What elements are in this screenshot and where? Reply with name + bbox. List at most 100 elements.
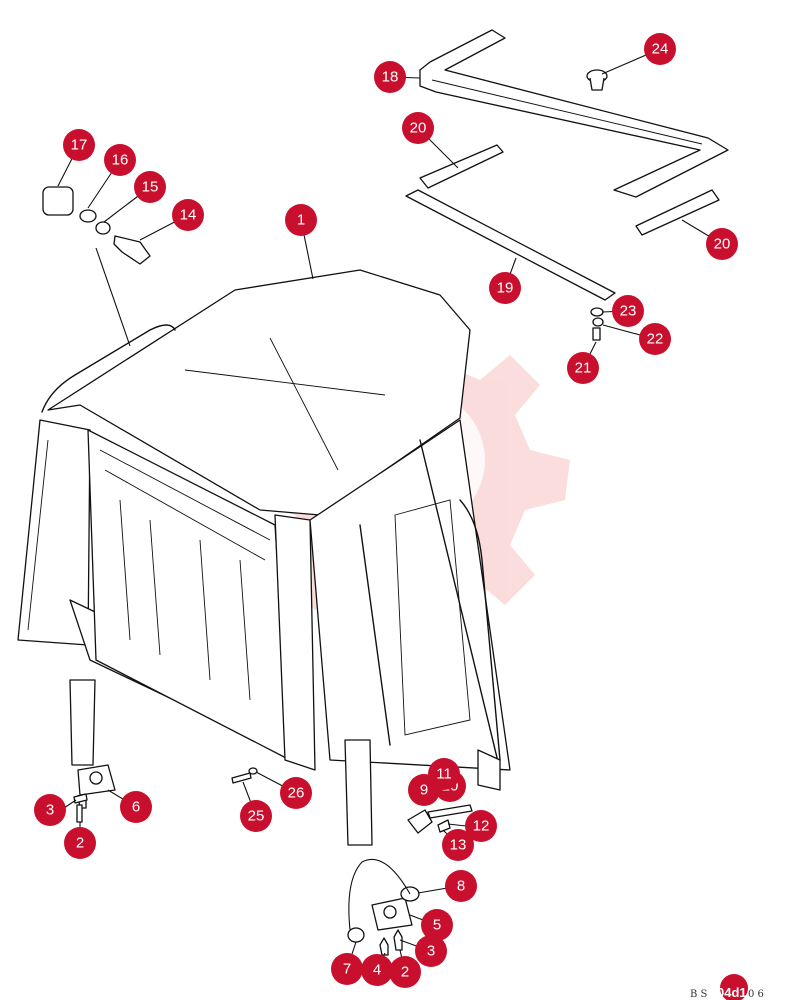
knob-parts-14-17 bbox=[42, 186, 151, 347]
callout-badge bbox=[134, 171, 166, 203]
callout-badge bbox=[644, 33, 676, 65]
callout-11: 11 bbox=[428, 758, 460, 790]
drawing-code-highlight: 04d1 bbox=[717, 985, 747, 1000]
callout-23: 23 bbox=[612, 295, 644, 327]
callout-badge bbox=[639, 323, 671, 355]
callout-label: 20 bbox=[410, 120, 427, 137]
mount-5 bbox=[347, 858, 420, 956]
callout-badge bbox=[706, 228, 738, 260]
callout-label: 3 bbox=[427, 943, 435, 960]
roof-strip-19 bbox=[405, 189, 616, 301]
callout-3: 3 bbox=[415, 935, 447, 967]
mount-6 bbox=[77, 764, 116, 809]
callout-label: 2 bbox=[401, 964, 409, 981]
callout-label: 7 bbox=[343, 961, 351, 978]
callout-badge bbox=[64, 827, 96, 859]
callout-label: 26 bbox=[288, 785, 305, 802]
callout-badge bbox=[465, 810, 497, 842]
callout-label: 25 bbox=[248, 808, 265, 825]
callout-label: 12 bbox=[473, 818, 490, 835]
callout-18: 18 bbox=[374, 61, 406, 93]
callout-label: 22 bbox=[647, 331, 664, 348]
callout-label: 3 bbox=[46, 802, 54, 819]
callout-26: 26 bbox=[280, 777, 312, 809]
callout-20: 20 bbox=[402, 112, 434, 144]
callout-label: 13 bbox=[450, 837, 467, 854]
callout-2: 2 bbox=[64, 827, 96, 859]
callout-badge bbox=[402, 112, 434, 144]
callout-label: 24 bbox=[652, 41, 669, 58]
callout-label: 17 bbox=[71, 137, 88, 154]
brackets-9-13 bbox=[407, 804, 473, 834]
plug-24 bbox=[586, 69, 608, 91]
roof-rail-18 bbox=[419, 29, 729, 198]
callout-15: 15 bbox=[134, 171, 166, 203]
drawing-code-badge bbox=[720, 974, 748, 1000]
callout-label: 15 bbox=[142, 179, 159, 196]
callout-badge bbox=[361, 954, 393, 986]
callout-2: 2 bbox=[389, 956, 421, 988]
callout-badge bbox=[240, 800, 272, 832]
callout-badge bbox=[374, 61, 406, 93]
callout-20: 20 bbox=[706, 228, 738, 260]
callout-badge bbox=[280, 777, 312, 809]
callout-badge bbox=[567, 352, 599, 384]
callout-25: 25 bbox=[240, 800, 272, 832]
callout-label: 4 bbox=[373, 962, 381, 979]
callout-label: 11 bbox=[436, 766, 452, 783]
callout-badge bbox=[104, 144, 136, 176]
callouts: 1236141516171819202021222324252691011121… bbox=[34, 33, 738, 988]
callout-badge bbox=[421, 909, 453, 941]
callout-label: 19 bbox=[497, 280, 514, 297]
callout-5: 5 bbox=[421, 909, 453, 941]
callout-6: 6 bbox=[120, 791, 152, 823]
callout-label: 1 bbox=[297, 212, 305, 229]
callout-badge bbox=[34, 794, 66, 826]
callout-badge bbox=[415, 935, 447, 967]
callout-badge bbox=[389, 956, 421, 988]
callout-14: 14 bbox=[172, 199, 204, 231]
cab-body-1 bbox=[17, 269, 511, 846]
drawing-code-prefix: B S bbox=[690, 989, 708, 1000]
callout-label: 16 bbox=[112, 152, 129, 169]
callout-label: 18 bbox=[382, 69, 399, 86]
drawing-code: B S 04d1 0 6 bbox=[690, 974, 764, 1000]
callout-22: 22 bbox=[639, 323, 671, 355]
callout-badge bbox=[428, 758, 460, 790]
callout-badge bbox=[445, 870, 477, 902]
bolt-25-26 bbox=[231, 767, 258, 784]
callout-badge bbox=[612, 295, 644, 327]
callout-label: 5 bbox=[433, 917, 441, 934]
callout-16: 16 bbox=[104, 144, 136, 176]
callout-badge bbox=[489, 272, 521, 304]
callout-4: 4 bbox=[361, 954, 393, 986]
callout-21: 21 bbox=[567, 352, 599, 384]
callout-label: 14 bbox=[180, 207, 197, 224]
callout-19: 19 bbox=[489, 272, 521, 304]
callout-label: 8 bbox=[457, 878, 465, 895]
callout-8: 8 bbox=[445, 870, 477, 902]
callout-label: 23 bbox=[620, 303, 637, 320]
fasteners-21-23 bbox=[590, 307, 604, 341]
callout-badge bbox=[63, 129, 95, 161]
callout-badge bbox=[442, 829, 474, 861]
callout-3: 3 bbox=[34, 794, 66, 826]
callout-label: 6 bbox=[132, 799, 140, 816]
callout-12: 12 bbox=[465, 810, 497, 842]
bolt-2-3-left bbox=[73, 793, 88, 823]
callout-label: 21 bbox=[575, 360, 592, 377]
callout-badge bbox=[331, 953, 363, 985]
callout-badge bbox=[172, 199, 204, 231]
callout-7: 7 bbox=[331, 953, 363, 985]
callout-24: 24 bbox=[644, 33, 676, 65]
callout-1: 1 bbox=[285, 204, 317, 236]
callout-label: 9 bbox=[420, 782, 428, 799]
drawing-code-suffix: 0 6 bbox=[748, 989, 764, 1000]
callout-label: 2 bbox=[76, 835, 84, 852]
callout-badge bbox=[285, 204, 317, 236]
callout-17: 17 bbox=[63, 129, 95, 161]
callout-13: 13 bbox=[442, 829, 474, 861]
callout-label: 20 bbox=[714, 236, 731, 253]
